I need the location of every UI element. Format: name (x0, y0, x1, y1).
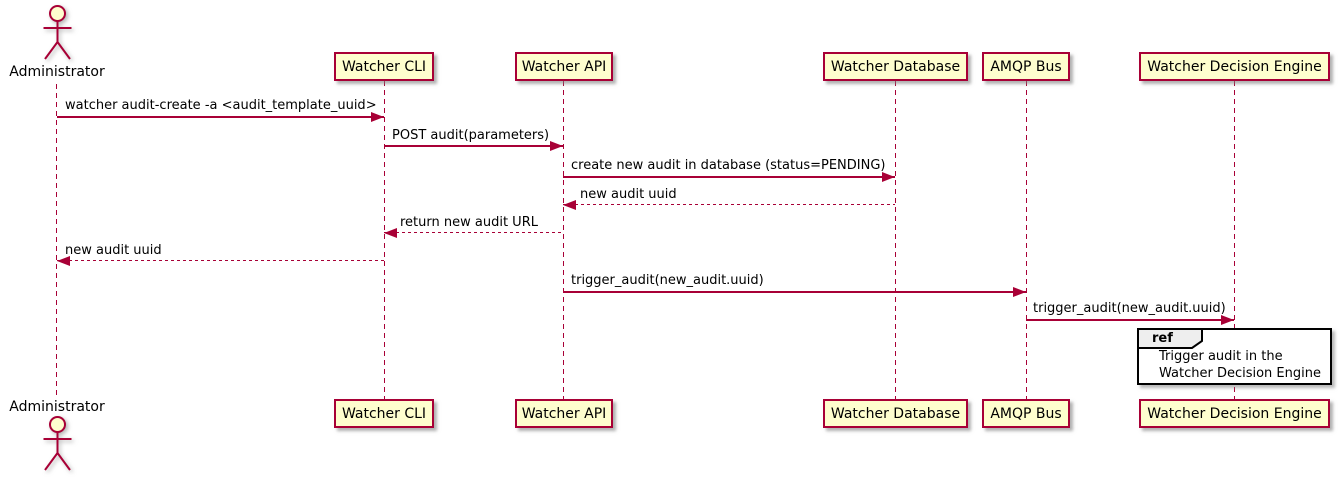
arrowhead-right-icon (882, 172, 895, 182)
actor-icon (43, 416, 72, 471)
arrowhead-right-icon (371, 112, 384, 122)
message-label-3: create new audit in database (status=PEN… (571, 158, 886, 173)
arrowhead-left-icon (57, 256, 70, 266)
participant-box-watcher-api-bottom: Watcher API (515, 399, 613, 428)
actor-label-bottom: Administrator (9, 399, 105, 415)
arrowhead-left-icon (563, 200, 576, 210)
message-line-1 (57, 116, 384, 118)
ref-text-line2: Watcher Decision Engine (1159, 366, 1321, 381)
message-label-2: POST audit(parameters) (392, 128, 550, 143)
message-label-1: watcher audit-create -a <audit_template_… (65, 98, 377, 113)
lifeline-watcher-decision-engine (1234, 81, 1235, 399)
participant-box-watcher-decision-engine-bottom: Watcher Decision Engine (1139, 399, 1330, 428)
message-label-6: new audit uuid (65, 243, 162, 258)
participant-box-amqp-bus-bottom: AMQP Bus (982, 399, 1070, 428)
arrowhead-right-icon (1221, 315, 1234, 325)
participant-box-amqp-bus-top: AMQP Bus (982, 52, 1070, 81)
participant-box-watcher-cli-bottom: Watcher CLI (334, 399, 434, 428)
lifeline-watcher-database (895, 81, 896, 399)
arrowhead-right-icon (550, 141, 563, 151)
message-line-3 (563, 176, 895, 178)
ref-tag-label: ref (1152, 331, 1173, 346)
actor-icon (43, 5, 72, 60)
message-line-2 (384, 145, 563, 147)
arrowhead-right-icon (1013, 287, 1026, 297)
actor-label-top: Administrator (9, 64, 105, 80)
ref-text-line1: Trigger audit in the (1159, 349, 1283, 364)
lifeline-watcher-cli (384, 81, 385, 399)
message-label-7: trigger_audit(new_audit.uuid) (571, 273, 764, 288)
lifeline-watcher-api (563, 81, 564, 399)
participant-box-watcher-database-top: Watcher Database (823, 52, 968, 81)
arrowhead-left-icon (384, 228, 397, 238)
participant-box-watcher-decision-engine-top: Watcher Decision Engine (1139, 52, 1330, 81)
message-label-8: trigger_audit(new_audit.uuid) (1033, 301, 1226, 316)
message-line-4 (563, 204, 895, 205)
message-line-8 (1026, 319, 1234, 321)
message-label-4: new audit uuid (580, 187, 677, 202)
participant-box-watcher-cli-top: Watcher CLI (334, 52, 434, 81)
participant-box-watcher-api-top: Watcher API (515, 52, 613, 81)
ref-fragment: ref Trigger audit in the Watcher Decisio… (1137, 328, 1332, 385)
participant-box-watcher-database-bottom: Watcher Database (823, 399, 968, 428)
message-line-6 (57, 260, 384, 261)
lifeline-administrator (56, 84, 57, 399)
message-line-5 (384, 232, 563, 233)
message-line-7 (563, 291, 1026, 293)
message-label-5: return new audit URL (400, 215, 538, 230)
ref-tag-icon (1137, 328, 1203, 349)
lifeline-amqp-bus (1026, 81, 1027, 399)
